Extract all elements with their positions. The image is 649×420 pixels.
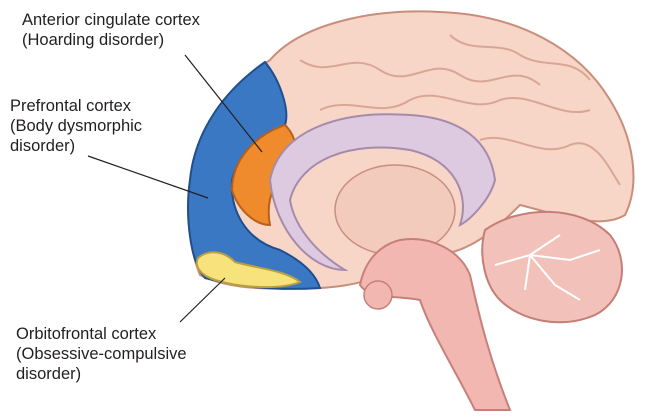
label-line: (Obsessive-compulsive	[16, 345, 187, 363]
leader-orbitofrontal	[179, 277, 226, 323]
gyri-lines	[299, 34, 621, 186]
label-orbitofrontal: Orbitofrontal cortex (Obsessive-compulsi…	[16, 324, 187, 384]
arbor-vitae	[494, 234, 601, 301]
label-prefrontal: Prefrontal cortex (Body dysmorphic disor…	[10, 96, 142, 156]
label-line: (Hoarding disorder)	[22, 31, 165, 49]
label-line: Prefrontal cortex	[10, 97, 132, 115]
label-line: Anterior cingulate cortex	[22, 11, 200, 29]
label-line: (Body dysmorphic	[10, 117, 143, 135]
leader-prefrontal	[87, 155, 209, 199]
leader-anterior-cingulate	[184, 54, 263, 153]
orbitofrontal-cortex	[195, 251, 302, 289]
cerebellum	[481, 210, 623, 324]
label-line: Orbitofrontal cortex	[16, 325, 157, 343]
label-line: disorder)	[16, 365, 82, 383]
label-anterior-cingulate: Anterior cingulate cortex (Hoarding diso…	[22, 10, 200, 50]
corpus-callosum	[268, 113, 497, 272]
label-line: disorder)	[10, 137, 76, 155]
brainstem	[358, 238, 512, 411]
pituitary	[363, 280, 393, 310]
